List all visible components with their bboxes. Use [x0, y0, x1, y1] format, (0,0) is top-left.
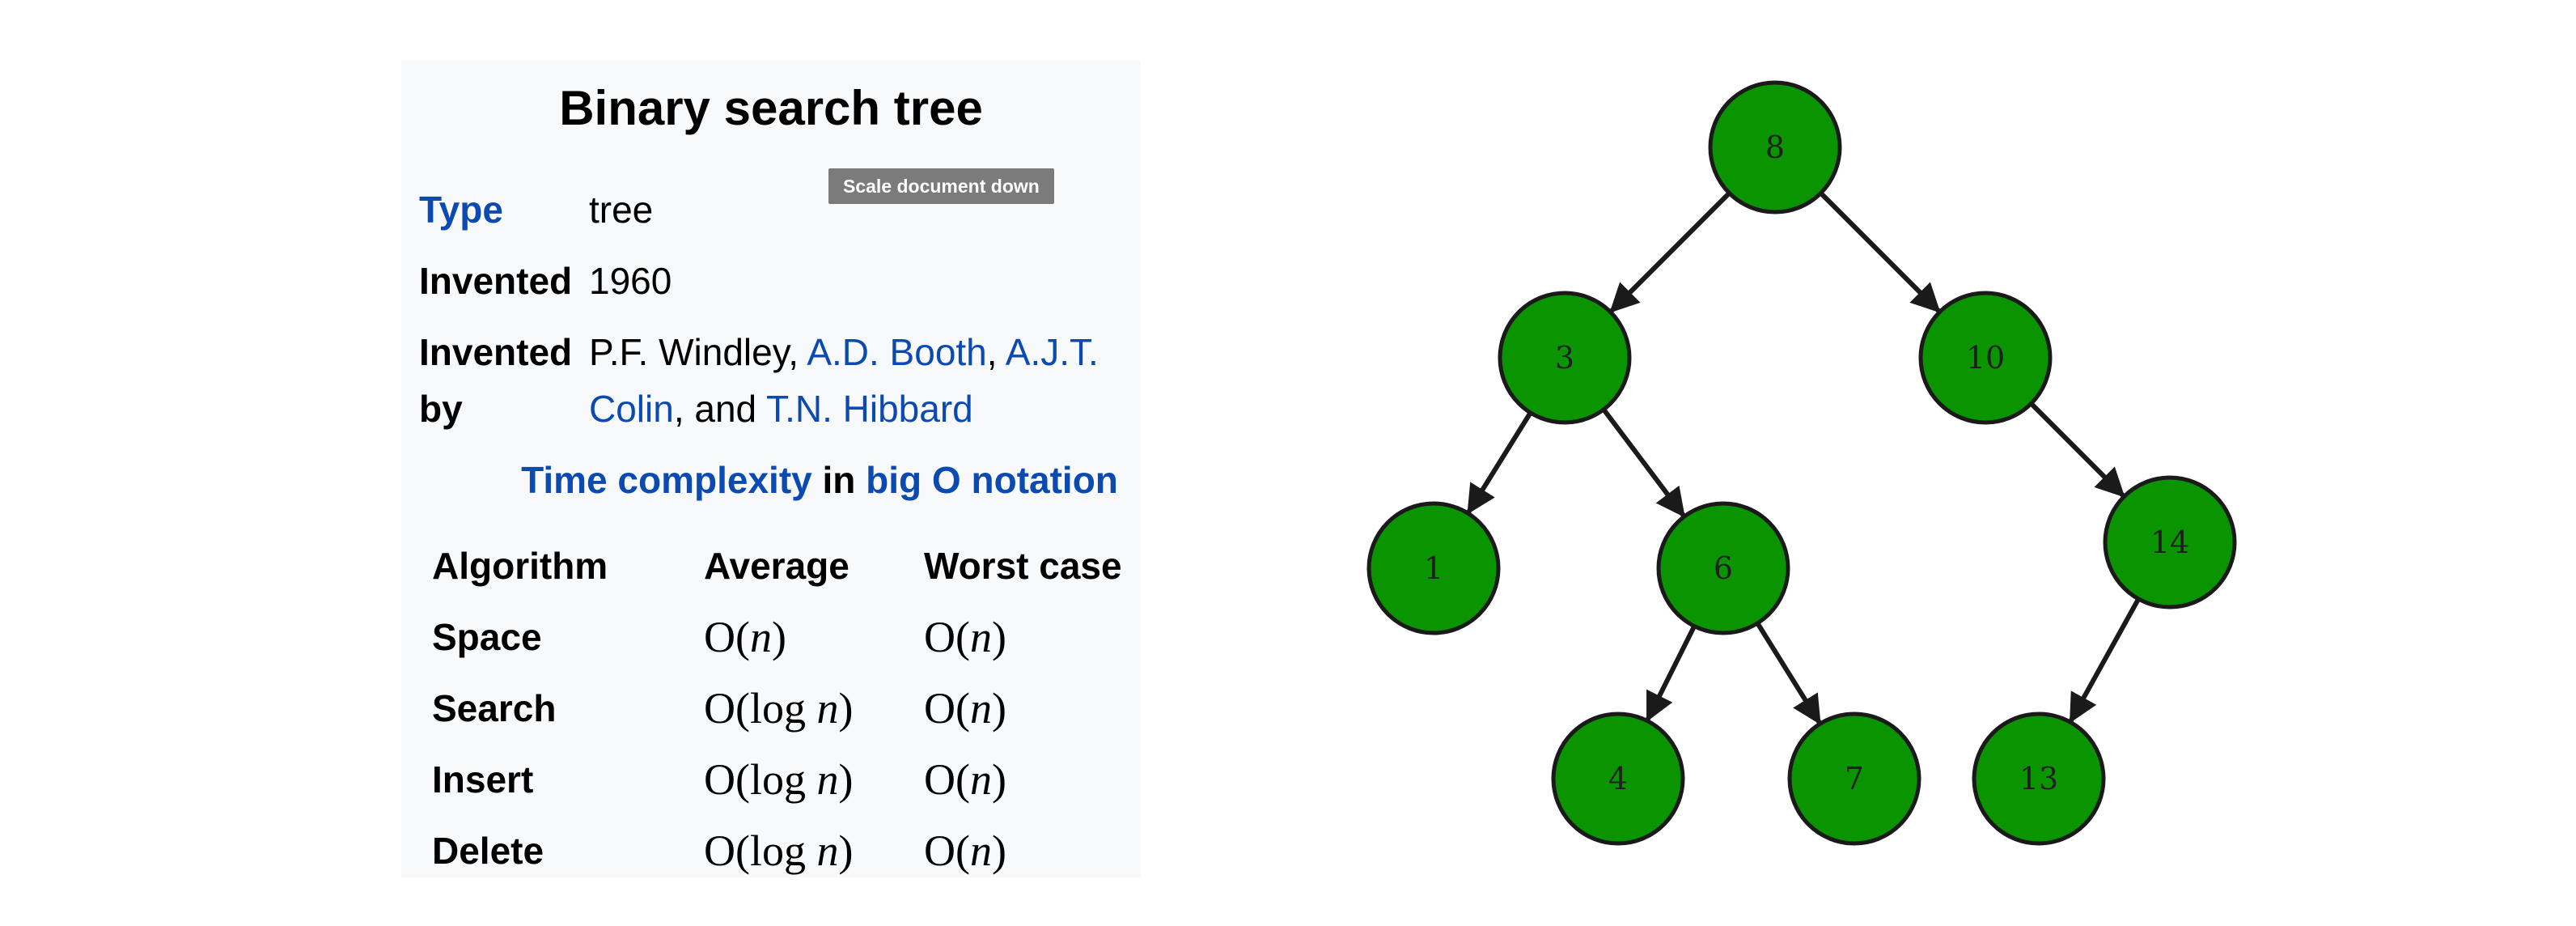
- invented-value: 1960: [589, 260, 672, 302]
- invented-by-label-line1: Invented: [419, 331, 573, 373]
- separator-text: , and: [673, 388, 767, 430]
- tree-edge-3-6: [1601, 408, 1686, 518]
- inventor-text: P.F. Windley,: [589, 331, 807, 373]
- tree-node-6: 6: [1656, 501, 1790, 635]
- tree-node-label: 1: [1424, 550, 1443, 586]
- table-cell-average: O(log n): [704, 755, 854, 804]
- tree-node-label: 7: [1845, 761, 1864, 796]
- table-cell-worst: O(n): [924, 613, 1006, 661]
- infobox-title: Binary search tree: [559, 81, 983, 135]
- column-header-worst-case: Worst case: [924, 545, 1122, 587]
- time-complexity-heading: Time complexity in big O notation: [401, 452, 1141, 508]
- inventor-link-booth[interactable]: A.D. Booth: [807, 331, 987, 373]
- column-header-algorithm: Algorithm: [432, 545, 608, 587]
- inventor-link-hibbard[interactable]: T.N. Hibbard: [766, 388, 973, 430]
- scale-document-down-tooltip: Scale document down: [828, 168, 1054, 204]
- invented-by-value-line1: P.F. Windley, A.D. Booth, A.J.T.: [589, 324, 1099, 380]
- tree-node-circle: [1551, 711, 1685, 846]
- tree-edge-3-1: [1466, 411, 1533, 515]
- tree-node-7: 7: [1787, 711, 1921, 846]
- column-header-average: Average: [704, 545, 849, 587]
- tree-node-circle: [1498, 291, 1632, 425]
- tree-edges: [1466, 191, 2141, 725]
- tree-nodes: 8 3 10 1 6 14 4 7 13: [1366, 80, 2237, 846]
- tree-node-circle: [1656, 501, 1790, 635]
- tree-edge-10-14: [2029, 401, 2125, 498]
- tree-node-circle: [2103, 475, 2237, 610]
- tree-edge-14-13: [2069, 597, 2141, 724]
- inventor-link-colin-part2[interactable]: Colin: [589, 388, 674, 430]
- tree-node-label: 13: [2019, 761, 2058, 796]
- table-cell-worst: O(n): [924, 826, 1006, 875]
- invented-by-value-line2: Colin, and T.N. Hibbard: [589, 380, 973, 437]
- tree-node-4: 4: [1551, 711, 1685, 846]
- heading-connector: in: [811, 459, 866, 501]
- invented-by-label-line2: by: [419, 388, 463, 430]
- tree-node-1: 1: [1366, 501, 1501, 635]
- tree-node-8: 8: [1708, 80, 1842, 215]
- tree-node-label: 14: [2150, 525, 2189, 560]
- tree-edge-6-7: [1755, 622, 1822, 725]
- type-value: tree: [589, 189, 654, 231]
- tree-edge-8-10: [1819, 191, 1941, 313]
- tree-node-14: 14: [2103, 475, 2237, 610]
- tree-node-circle: [1708, 80, 1842, 215]
- big-o-notation-link[interactable]: big O notation: [866, 459, 1118, 501]
- time-complexity-link[interactable]: Time complexity: [521, 459, 812, 501]
- table-row-name: Insert: [432, 758, 534, 801]
- table-cell-average: O(n): [704, 613, 786, 661]
- table-cell-average: O(log n): [704, 684, 854, 733]
- table-cell-worst: O(n): [924, 684, 1006, 733]
- tree-node-circle: [1972, 711, 2106, 846]
- table-row-name: Search: [432, 687, 557, 729]
- tree-node-3: 3: [1498, 291, 1632, 425]
- tree-edge-8-3: [1609, 191, 1731, 313]
- tree-node-label: 6: [1714, 550, 1733, 586]
- tree-node-circle: [1918, 291, 2053, 425]
- tree-node-label: 4: [1608, 761, 1628, 796]
- tree-node-10: 10: [1918, 291, 2053, 425]
- separator-text: ,: [986, 331, 1006, 373]
- invented-label: Invented: [419, 260, 573, 302]
- tree-node-circle: [1787, 711, 1921, 846]
- table-cell-worst: O(n): [924, 755, 1006, 804]
- tree-node-label: 3: [1555, 340, 1574, 376]
- tree-node-label: 8: [1765, 130, 1785, 165]
- table-cell-average: O(log n): [704, 826, 854, 875]
- table-row-name: Delete: [432, 830, 544, 872]
- tree-edge-6-4: [1645, 625, 1697, 722]
- table-row-name: Space: [432, 616, 542, 658]
- type-label-link[interactable]: Type: [419, 189, 503, 231]
- tree-node-13: 13: [1972, 711, 2106, 846]
- inventor-link-colin-part1[interactable]: A.J.T.: [1005, 331, 1099, 373]
- tree-node-label: 10: [1966, 340, 2005, 376]
- tree-node-circle: [1366, 501, 1501, 635]
